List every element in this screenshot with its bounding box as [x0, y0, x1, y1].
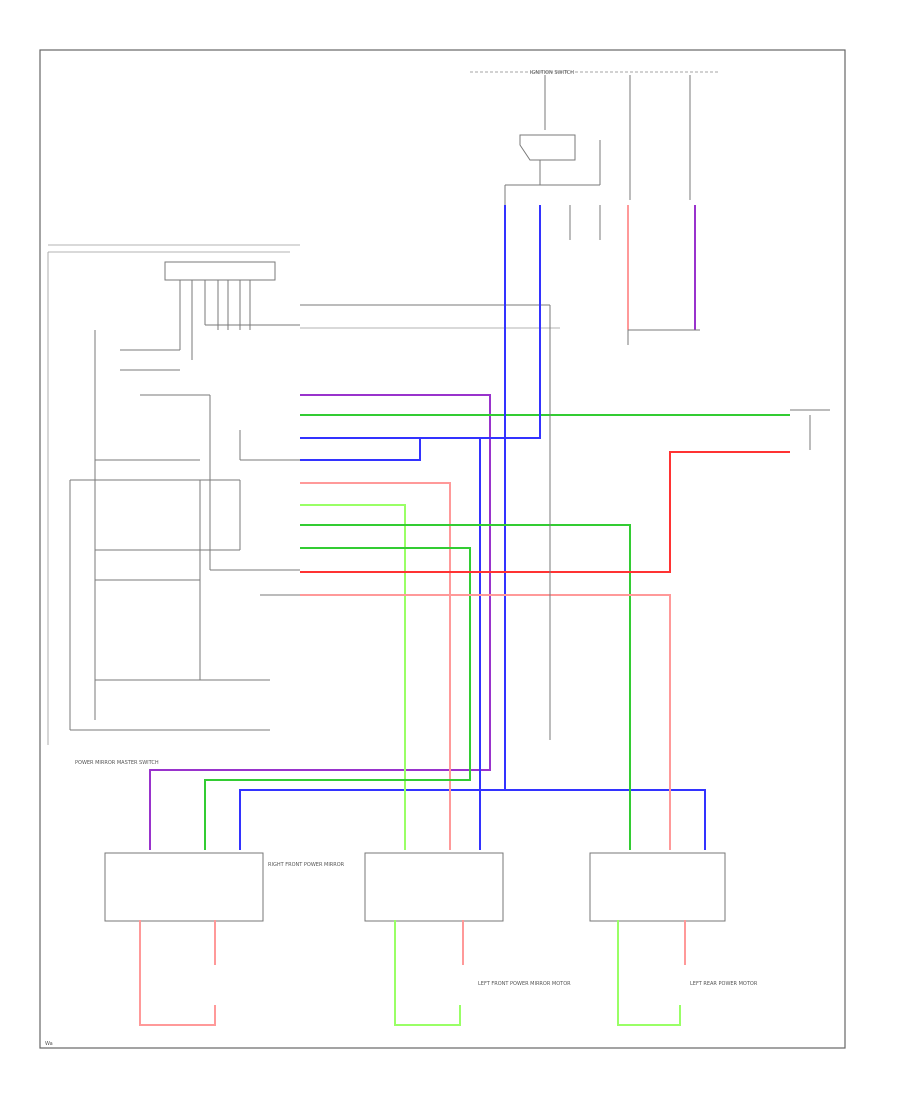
diagram-code: Wa	[45, 1041, 53, 1047]
rr-mirror-switch-box	[589, 852, 726, 922]
motor-wire-lightgreen-1	[394, 920, 461, 1026]
master-switch-housing	[47, 244, 300, 745]
wire-blue-main	[300, 205, 541, 439]
connector-ticks	[300, 304, 560, 329]
wire-lightgreen-1	[300, 504, 406, 850]
wire-green-3	[204, 547, 471, 850]
right-ground-connector	[627, 329, 830, 450]
wire-purple-top	[149, 394, 491, 850]
lr-motor-caption: LEFT REAR POWER MOTOR	[690, 981, 758, 987]
wire-blue-bottom	[239, 789, 706, 850]
ignition-label: IGNITION SWITCH	[530, 70, 574, 76]
motor-wire-pink-1	[139, 920, 216, 1026]
motor-wire-lightgreen-2	[617, 920, 681, 1026]
switch-caption: POWER MIRROR MASTER SWITCH	[75, 760, 159, 766]
wire-pink-2	[300, 594, 671, 850]
wire-blue-2	[300, 438, 421, 461]
rf-mirror-caption: RIGHT FRONT POWER MIRROR	[268, 862, 345, 868]
lf-mirror-switch-box	[364, 852, 504, 922]
wire-pink-1	[300, 482, 451, 850]
wire-red-main	[300, 451, 790, 573]
rf-mirror-switch-box	[104, 852, 264, 922]
diagram-frame	[39, 49, 846, 1049]
lf-motor-caption: LEFT FRONT POWER MIRROR MOTOR	[478, 981, 571, 987]
wire-green-2	[300, 524, 631, 850]
fuse-box-top	[504, 75, 691, 240]
